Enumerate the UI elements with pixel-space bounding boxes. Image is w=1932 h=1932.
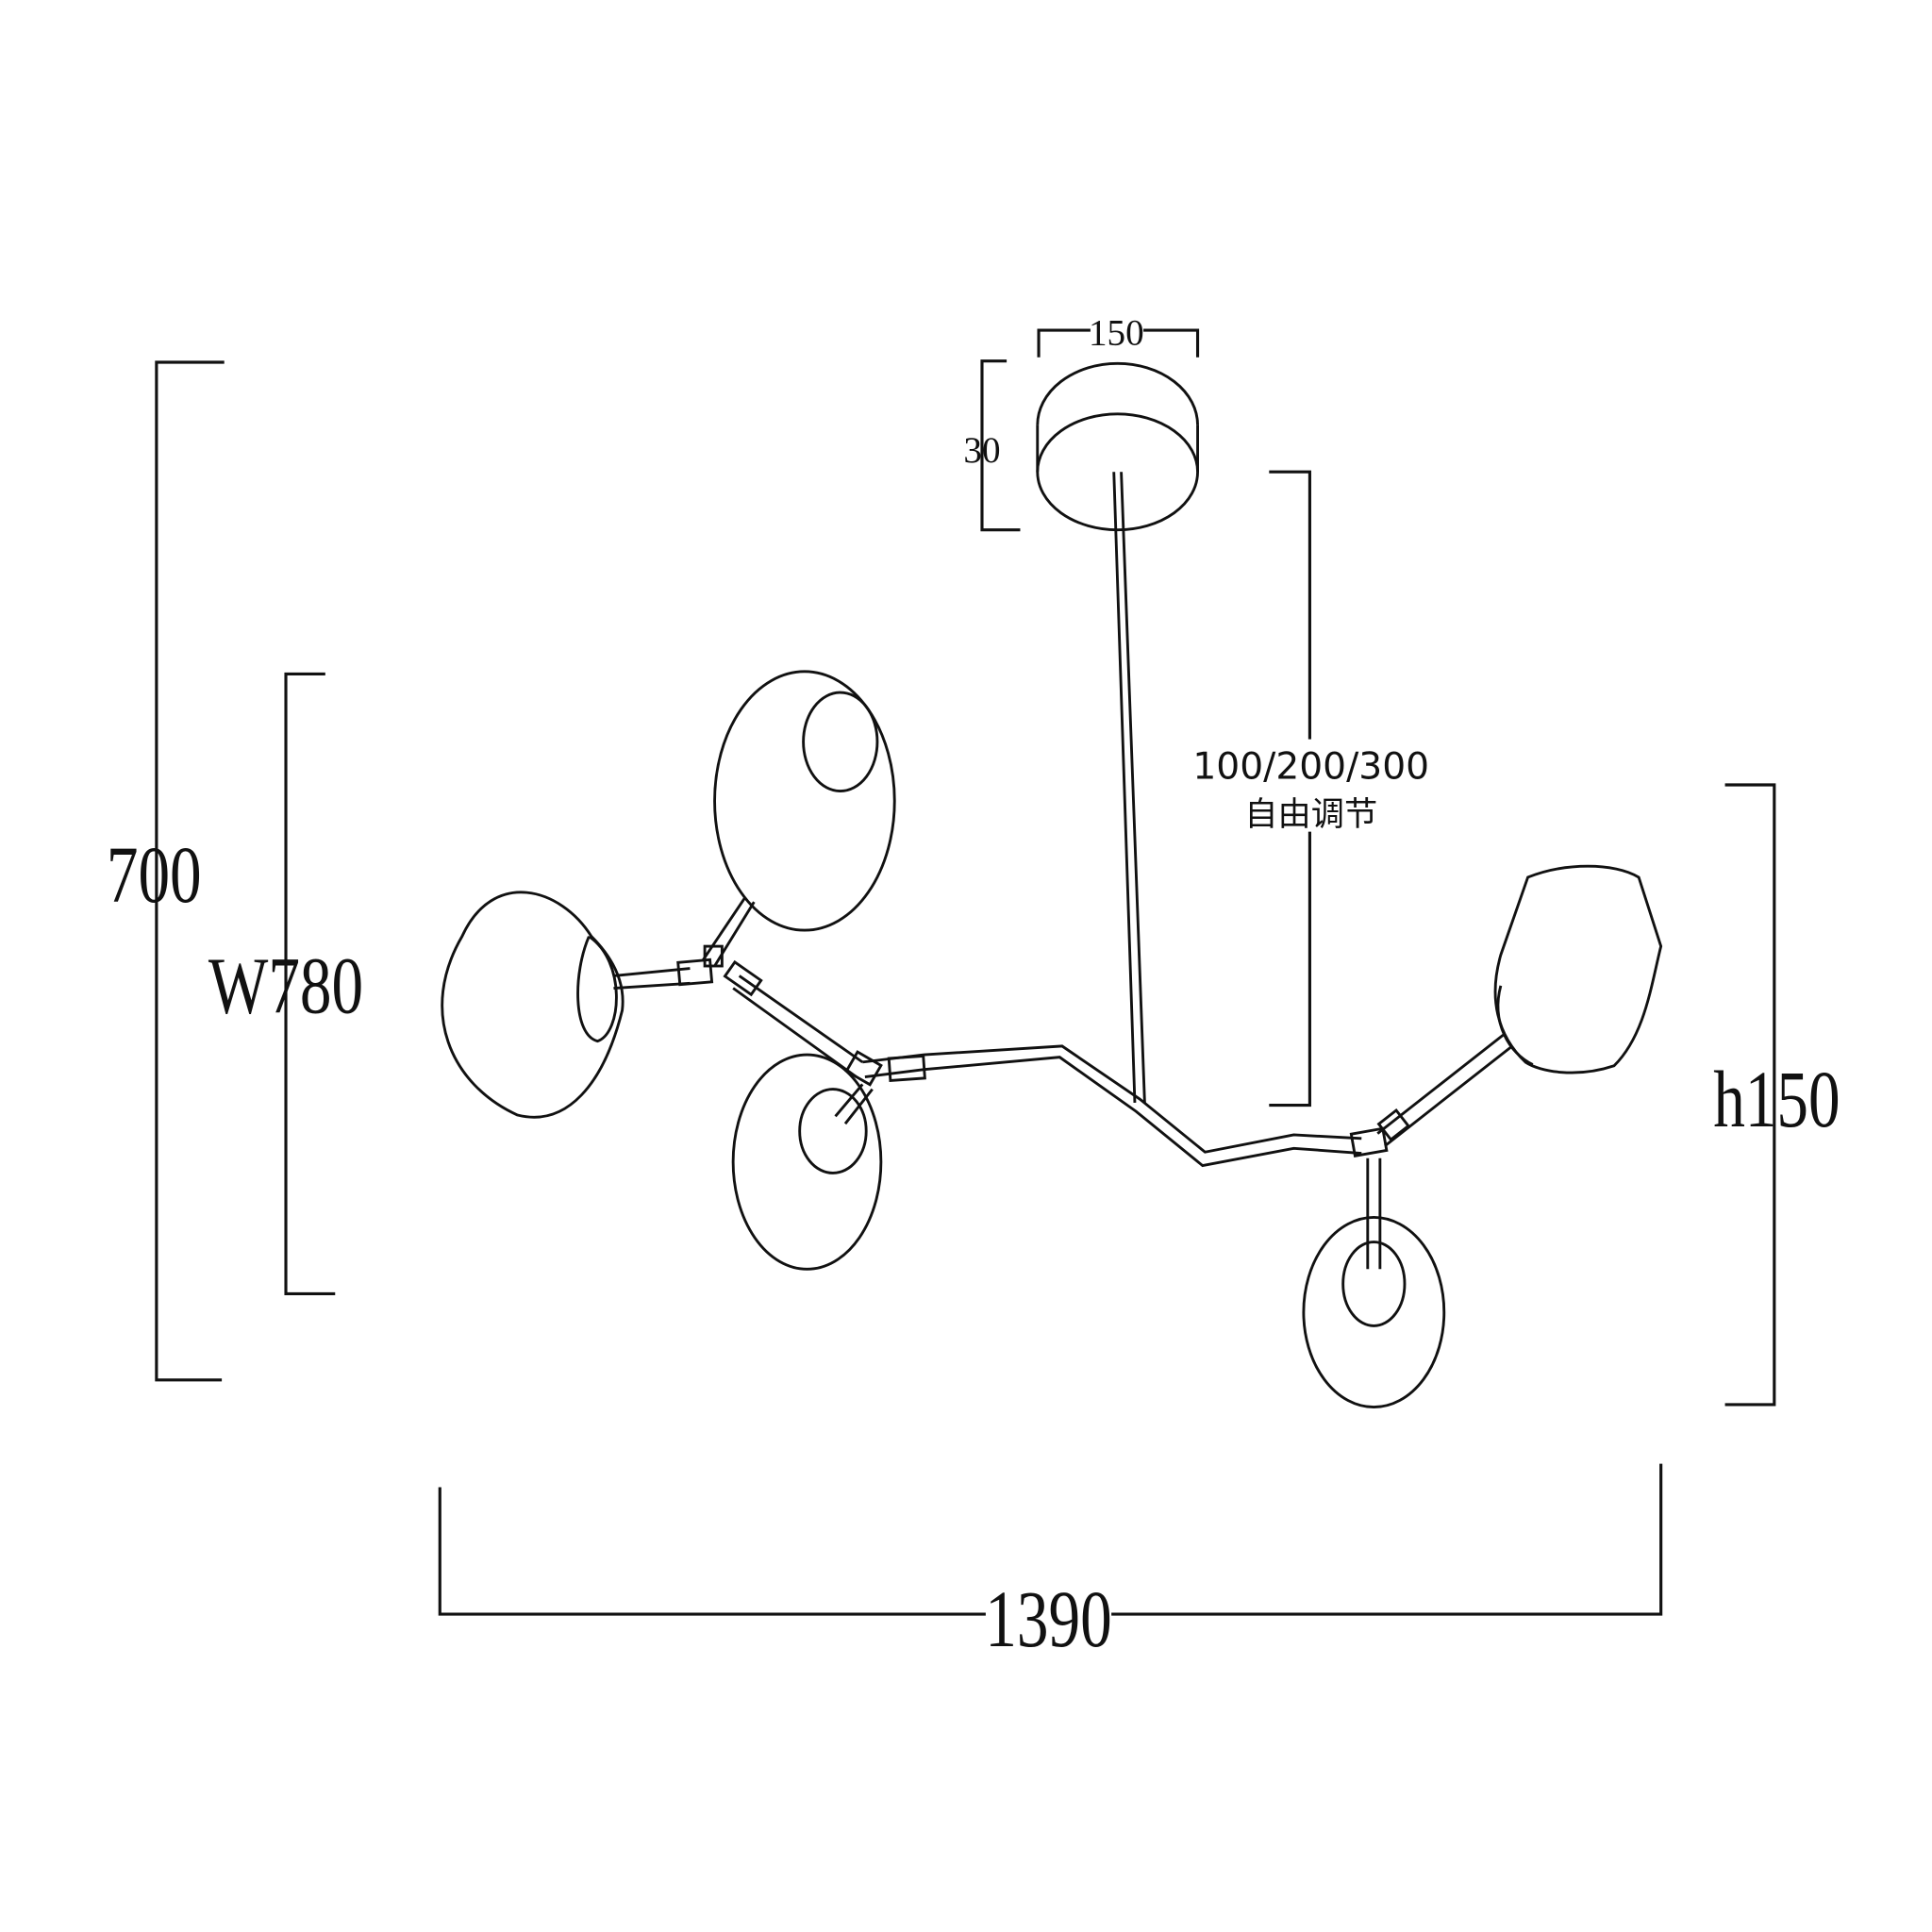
- canopy-height-label: 30: [963, 430, 1000, 471]
- rod-length-dimension: 100/200/300 自由调节: [1192, 470, 1429, 1108]
- globe-bottom-left: [731, 1053, 883, 1271]
- suspension-rod: [1112, 472, 1146, 1104]
- width-780-dimension: W780: [208, 672, 363, 1295]
- canopy-height-dimension: 30: [963, 359, 1021, 532]
- length-1390-dimension: 1390: [438, 1463, 1663, 1664]
- length-1390-label: 1390: [985, 1574, 1111, 1664]
- globe-right-upper: [1493, 864, 1663, 1074]
- width-780-label: W780: [208, 941, 363, 1031]
- height-700-label: 700: [107, 829, 202, 920]
- height-700-dimension: 700: [107, 360, 225, 1382]
- rod-adjust-note: 自由调节: [1244, 795, 1377, 834]
- rod-length-label: 100/200/300: [1192, 745, 1429, 788]
- canopy-diameter-label: 150: [1089, 313, 1144, 354]
- globe-height-dimension: h150: [1713, 783, 1840, 1407]
- arms: [613, 896, 1512, 1270]
- globe-right-lower: [1302, 1216, 1446, 1409]
- globe-left: [441, 891, 625, 1119]
- canopy-diameter-dimension: 150: [1037, 313, 1200, 358]
- globe-top-left: [713, 670, 896, 932]
- canopy: [1036, 361, 1199, 532]
- globe-height-label: h150: [1713, 1054, 1840, 1144]
